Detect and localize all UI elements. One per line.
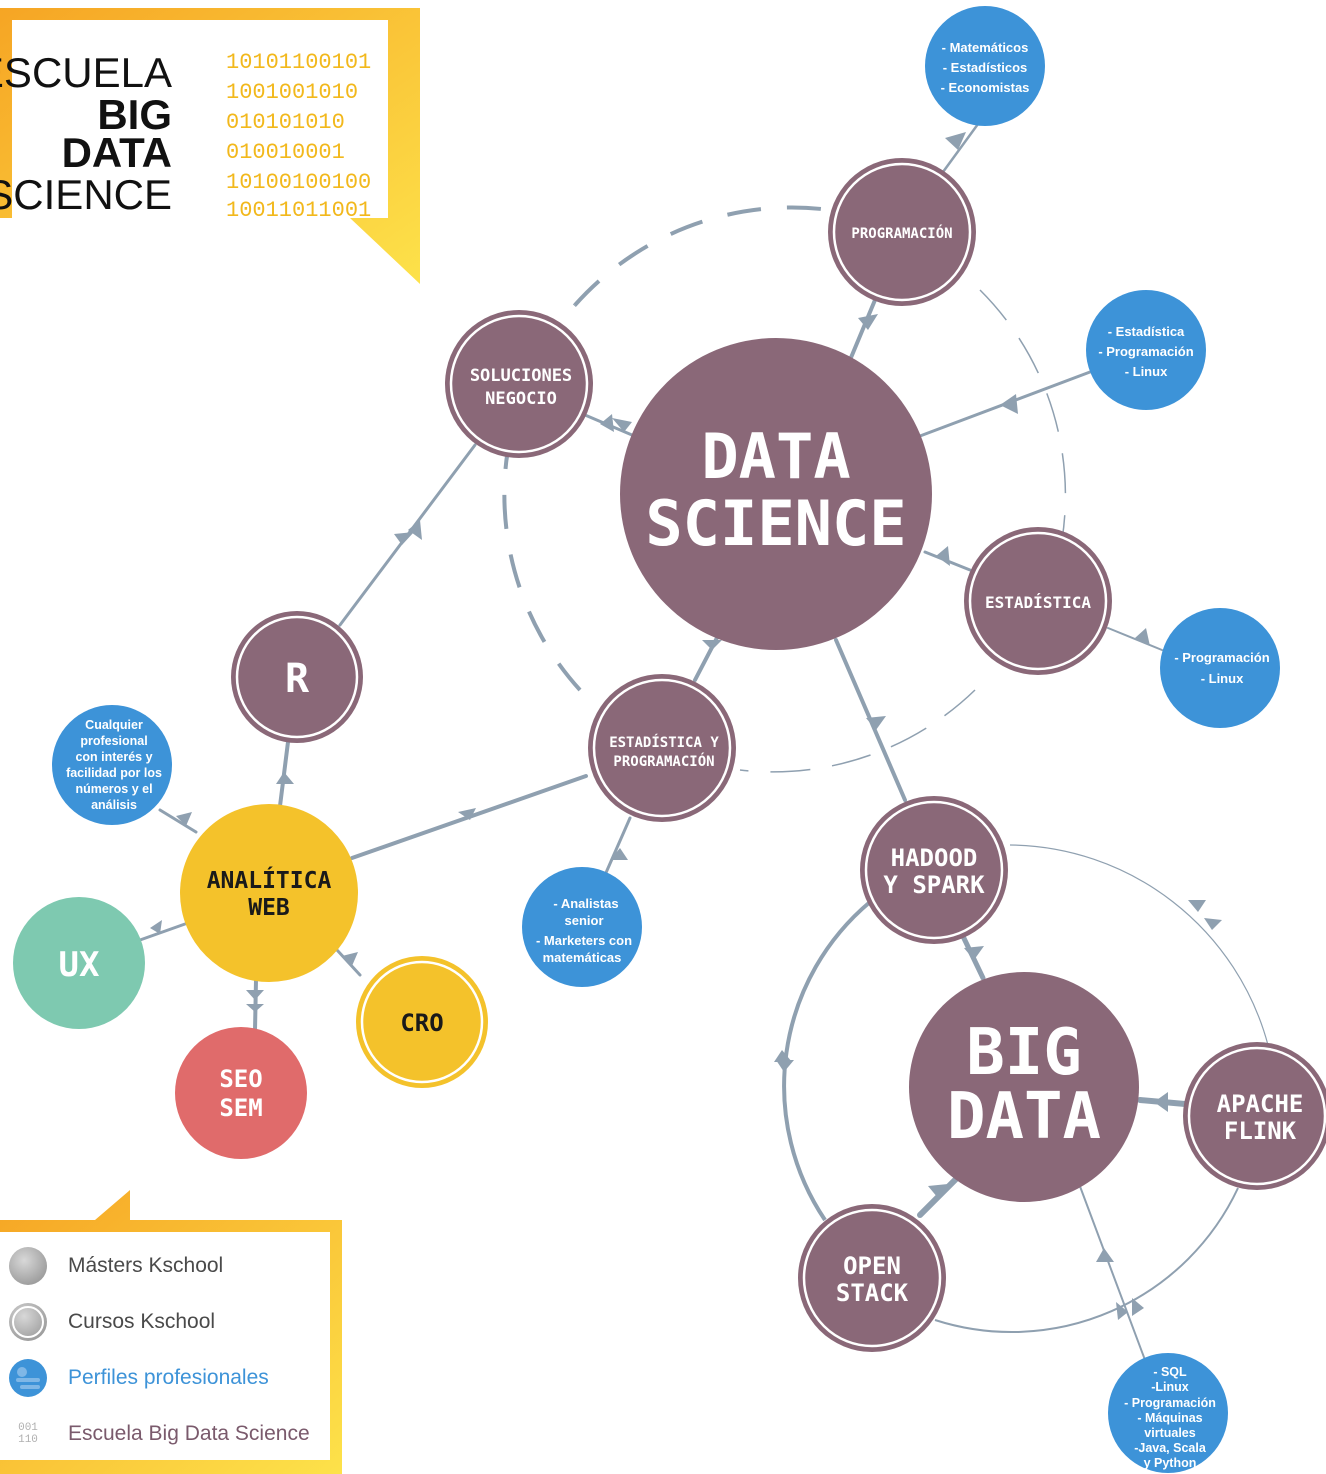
legend-label-cursos: Cursos Kschool <box>68 1310 216 1333</box>
logo-binary-1: 10101100101 <box>226 52 372 74</box>
logo-science: SCIENCE <box>0 171 172 218</box>
legend-item-masters: Másters Kschool <box>8 1246 338 1286</box>
arrowheads <box>150 132 1222 1320</box>
logo-binary-3: 010101010 <box>226 112 345 134</box>
node-programacion: PROGRAMACIÓN <box>828 158 976 306</box>
logo-panel: ESCUELA BIG DATA SCIENCE 10101100101 100… <box>0 20 388 222</box>
profile-estadistica-programacion-linux: - Estadística- Programación- Linux <box>1086 290 1206 410</box>
logo-data: DATA <box>61 129 172 176</box>
svg-text:ESTADÍSTICA: ESTADÍSTICA <box>985 593 1091 612</box>
node-estadistica: ESTADÍSTICA <box>964 527 1112 675</box>
profile-matematicos: - Matemáticos- Estadísticos- Economistas <box>925 6 1045 126</box>
legend-label-masters: Másters Kschool <box>68 1254 224 1277</box>
logo-binary-6: 10011011001 <box>226 200 372 222</box>
logo-escuela: ESCUELA <box>0 49 172 96</box>
legend-frame <box>0 1190 342 1474</box>
big-data-loop <box>782 844 1269 1334</box>
cursos-swatch <box>8 1302 48 1342</box>
svg-text:R: R <box>285 656 310 702</box>
node-cro: CRO <box>356 956 488 1088</box>
binary-icon-line-2: 110 <box>18 1434 38 1446</box>
legend: Másters Kschool Cursos Kschool Perfiles … <box>0 1190 346 1474</box>
svg-text:- Programación- Linux: - Programación- Linux <box>1174 650 1269 686</box>
legend-label-perfiles: Perfiles profesionales <box>68 1366 269 1389</box>
logo-binary-5: 10100100100 <box>226 172 372 194</box>
masters-swatch <box>8 1246 48 1286</box>
logo-big: BIG <box>97 91 172 138</box>
binary-icon-line-1: 001 <box>18 1422 38 1434</box>
legend-label-escuela: Escuela Big Data Science <box>68 1422 310 1445</box>
svg-text:- Matemáticos- Estadísticos- E: - Matemáticos- Estadísticos- Economistas <box>941 40 1030 95</box>
node-r: R <box>231 611 363 743</box>
svg-text:- SQL-Linux- Programación- Máq: - SQL-Linux- Programación- Máquinasvirtu… <box>1124 1365 1216 1470</box>
legend-item-escuela: 001 110 Escuela Big Data Science <box>8 1414 338 1454</box>
logo-binary-4: 010010001 <box>226 142 345 164</box>
svg-text:UX: UX <box>59 945 100 985</box>
svg-text:CRO: CRO <box>400 1009 443 1037</box>
binary-icon: 001 110 <box>8 1414 48 1454</box>
node-ux: UX <box>13 897 145 1029</box>
person-icon <box>8 1358 48 1398</box>
svg-text:- Estadística- Programación- L: - Estadística- Programación- Linux <box>1098 324 1193 379</box>
svg-text:PROGRAMACIÓN: PROGRAMACIÓN <box>851 224 952 242</box>
school-logo: ESCUELA BIG DATA SCIENCE 10101100101 100… <box>0 8 420 284</box>
legend-item-perfiles: Perfiles profesionales <box>8 1358 338 1398</box>
profile-programacion-linux: - Programación- Linux <box>1160 608 1280 728</box>
legend-item-cursos: Cursos Kschool <box>8 1302 338 1342</box>
logo-binary-2: 1001001010 <box>226 82 359 104</box>
